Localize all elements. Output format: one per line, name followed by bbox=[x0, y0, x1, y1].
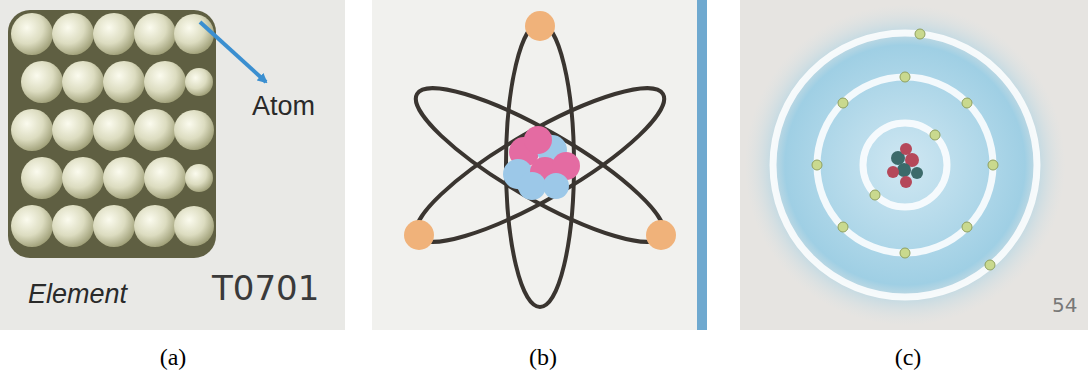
panel-caption: (c) bbox=[895, 344, 922, 370]
page-number: 54 bbox=[1052, 294, 1077, 316]
callout-label: Atom bbox=[252, 92, 315, 122]
panel-caption: (b) bbox=[529, 344, 557, 370]
element-label: Element bbox=[28, 280, 127, 310]
leader-arrow bbox=[200, 22, 266, 82]
element-panel bbox=[0, 0, 345, 330]
bohr-atom-panel bbox=[372, 0, 707, 330]
panel-caption: (a) bbox=[160, 344, 187, 370]
shell-atom-panel bbox=[740, 0, 1088, 330]
handwritten-code: T0701 bbox=[212, 270, 319, 307]
